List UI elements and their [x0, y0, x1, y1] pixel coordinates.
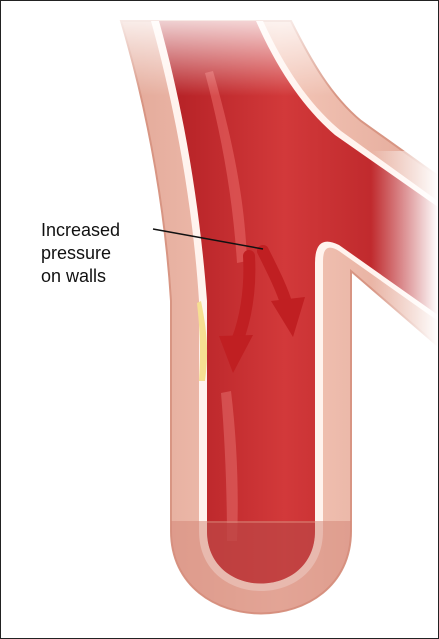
label-line-3: on walls	[41, 265, 120, 288]
top-fade	[1, 1, 438, 96]
label-line-2: pressure	[41, 242, 120, 265]
right-fade	[371, 151, 438, 371]
pressure-label: Increased pressure on walls	[41, 219, 120, 288]
label-line-1: Increased	[41, 219, 120, 242]
